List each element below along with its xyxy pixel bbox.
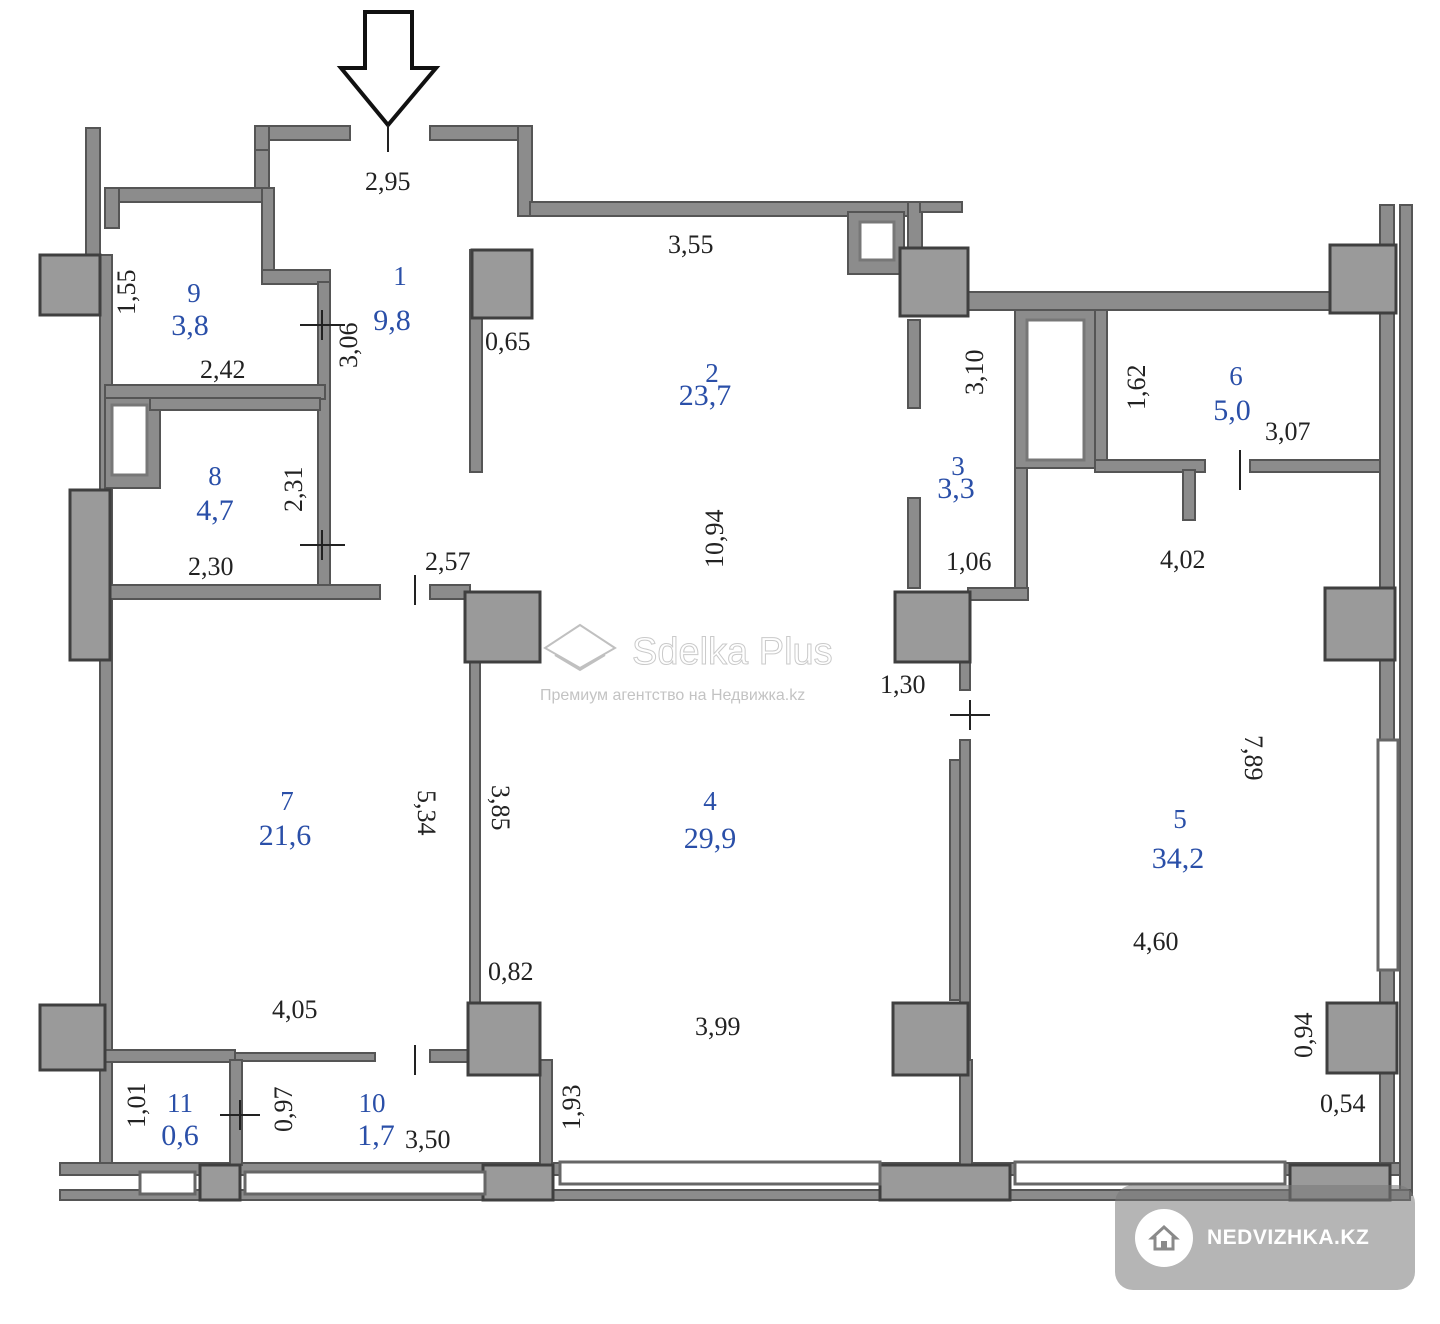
room-11-area: 0,6 (161, 1119, 199, 1152)
column (1328, 243, 1398, 315)
column (1323, 586, 1397, 662)
dimension-label: 0,65 (485, 327, 531, 356)
dimension-label: 2,57 (425, 547, 471, 576)
dimension-label: 5,34 (412, 790, 441, 836)
dimension-label: 1,06 (946, 547, 992, 576)
column (893, 590, 972, 664)
dimension-label: 4,60 (1133, 927, 1179, 956)
dimension-label: 3,06 (334, 323, 363, 369)
dimension-label: 1,62 (1122, 365, 1151, 411)
windows (138, 738, 1400, 1196)
room-10-number: 10 (359, 1088, 386, 1118)
door-marks (220, 125, 1241, 1130)
watermark-logo-icon (543, 623, 617, 672)
dimension-label: 0,97 (269, 1087, 298, 1133)
dimension-label: 1,93 (557, 1085, 586, 1131)
dimension-label: 3,99 (695, 1012, 741, 1041)
room-3-area: 3,3 (937, 472, 975, 505)
room-10-area: 1,7 (357, 1119, 395, 1152)
badge-label: NEDVIZHKA.KZ (1207, 1225, 1370, 1249)
dimension-label: 2,42 (200, 355, 246, 384)
room-9-area: 3,8 (171, 309, 209, 342)
inner-walls (104, 187, 1381, 1166)
room-3-number: 3 (951, 451, 965, 481)
dimension-label: 4,05 (272, 995, 318, 1024)
column (38, 253, 102, 317)
room-8-area: 4,7 (196, 494, 234, 527)
room-2-number: 2 (705, 358, 719, 388)
column (38, 1003, 107, 1072)
room-4-area: 29,9 (684, 822, 737, 855)
dimension-label: 3,07 (1265, 417, 1311, 446)
column (470, 248, 534, 320)
column (898, 246, 970, 318)
nedvizhka-badge: NEDVIZHKA.KZ (1115, 1185, 1415, 1290)
dimension-label: 3,10 (960, 350, 989, 396)
dimension-label: 0,54 (1320, 1089, 1366, 1118)
room-5-area: 34,2 (1152, 842, 1205, 875)
watermark-title: Sdelka Plus (632, 631, 833, 673)
column (463, 590, 542, 664)
room-2-area: 23,7 (679, 379, 732, 412)
room-4-number: 4 (703, 786, 717, 816)
dimension-labels: 2,95 3,55 1,55 2,42 3,06 0,65 3,10 1,62 … (112, 167, 1366, 1154)
watermark: Sdelka Plus Премиум агентство на Недвижк… (540, 623, 833, 704)
room-labels: 1 9,8 2 23,7 3 3,3 4 29,9 5 34,2 6 5,0 7… (161, 261, 1251, 1152)
dimension-label: 0,82 (488, 957, 534, 986)
column (1325, 1001, 1399, 1075)
column (198, 1163, 242, 1202)
column (466, 1001, 542, 1077)
room-1-area: 9,8 (373, 304, 411, 337)
dimension-label: 2,95 (365, 167, 411, 196)
column (68, 488, 112, 662)
room-6-area: 5,0 (1213, 394, 1251, 427)
room-1-number: 1 (393, 261, 407, 291)
home-icon (1135, 1208, 1193, 1267)
dimension-label: 3,55 (668, 230, 714, 259)
column (878, 1163, 1012, 1202)
room-9-number: 9 (187, 278, 201, 308)
dimension-label: 3,85 (486, 785, 515, 831)
dimension-label: 4,02 (1160, 545, 1206, 574)
room-7-area: 21,6 (259, 819, 312, 852)
room-6-number: 6 (1229, 361, 1243, 391)
dimension-label: 7,89 (1239, 735, 1268, 781)
dimension-label: 0,94 (1289, 1013, 1318, 1059)
watermark-subtitle: Премиум агентство на Недвижка.kz (540, 687, 805, 704)
entrance-arrow-icon (336, 10, 441, 129)
dimension-label: 10,94 (700, 510, 729, 569)
room-8-number: 8 (208, 461, 222, 491)
dimension-label: 1,55 (112, 270, 141, 316)
room-11-number: 11 (167, 1088, 193, 1118)
room-5-number: 5 (1173, 804, 1187, 834)
dimension-label: 2,31 (279, 467, 308, 513)
room-7-number: 7 (280, 786, 294, 816)
dimension-label: 3,50 (405, 1125, 451, 1154)
dimension-label: 2,30 (188, 552, 234, 581)
dimension-label: 1,01 (122, 1083, 151, 1129)
column (891, 1001, 970, 1077)
column (481, 1163, 555, 1202)
dimension-label: 1,30 (880, 670, 926, 699)
